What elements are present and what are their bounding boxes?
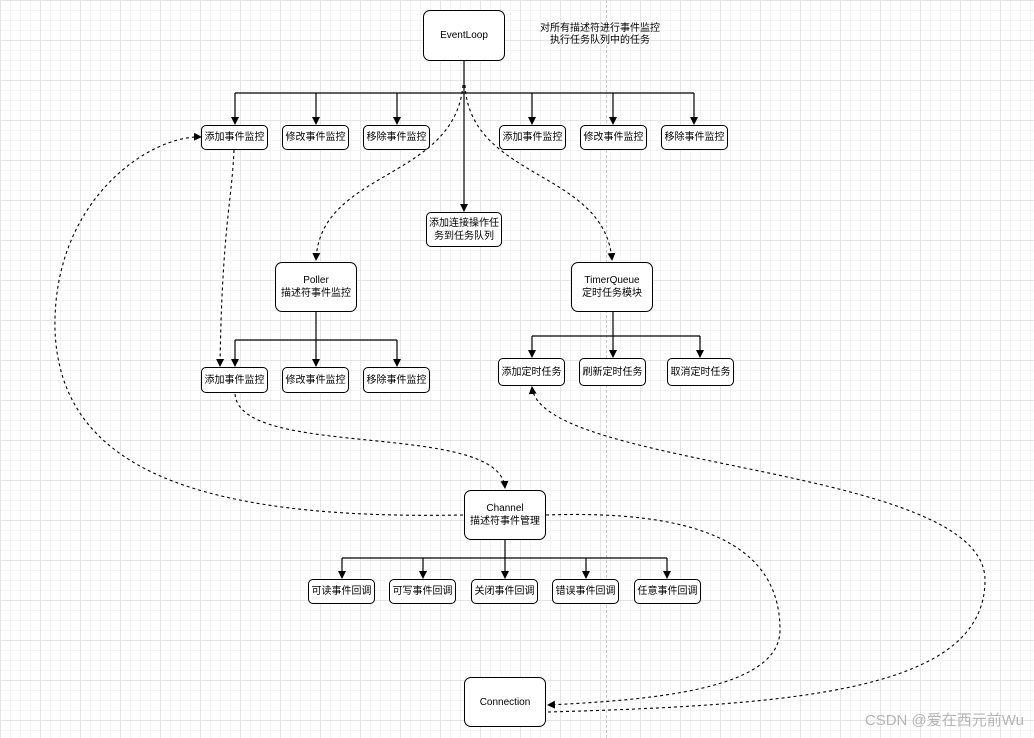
poller-remove-event-node: 移除事件监控 <box>363 367 430 393</box>
el-modify-event-right-node: 修改事件监控 <box>580 125 647 150</box>
timerqueue-node: TimerQueue 定时任务模块 <box>571 262 653 312</box>
edge-connection-to-timer-add <box>528 386 986 713</box>
poller-node: Poller 描述符事件监控 <box>275 262 357 312</box>
edge-eventloop-to-timer <box>464 84 616 261</box>
timer-cancel-node: 取消定时任务 <box>667 358 734 386</box>
cb-error-node: 错误事件回调 <box>552 579 619 604</box>
eventloop-annotation: 对所有描述符进行事件监控 执行任务队列中的任务 <box>540 23 660 46</box>
edge-channel-to-connection <box>545 513 781 709</box>
poller-modify-event-node: 修改事件监控 <box>282 367 349 393</box>
csdn-watermark: CSDN @爱在西元前Wu <box>864 712 1024 729</box>
cb-close-node: 关闭事件回调 <box>471 579 538 604</box>
el-add-event-right-node: 添加事件监控 <box>499 125 566 150</box>
add-task-to-queue-node: 添加连接操作任 务到任务队列 <box>426 212 502 247</box>
el-remove-event-right-node: 移除事件监控 <box>661 125 728 150</box>
cb-write-node: 可写事件回调 <box>389 579 456 604</box>
timer-add-node: 添加定时任务 <box>498 358 565 386</box>
edge-el-add-to-poller-add <box>216 149 235 367</box>
poller-add-event-node: 添加事件监控 <box>201 367 268 393</box>
channel-node: Channel 描述符事件管理 <box>464 490 546 540</box>
edge-poller-add-to-channel <box>234 393 509 489</box>
el-remove-event-left-node: 移除事件监控 <box>363 125 430 150</box>
cb-any-node: 任意事件回调 <box>634 579 701 604</box>
connection-node: Connection <box>464 677 546 727</box>
eventloop-node: EventLoop <box>423 10 505 61</box>
edge-eventloop-to-poller <box>312 84 464 261</box>
cb-read-node: 可读事件回调 <box>308 579 375 604</box>
el-add-event-left-node: 添加事件监控 <box>201 125 268 150</box>
el-modify-event-left-node: 修改事件监控 <box>282 125 349 150</box>
timer-refresh-node: 刷新定时任务 <box>579 358 646 386</box>
edge-channel-to-el-add <box>54 132 464 516</box>
